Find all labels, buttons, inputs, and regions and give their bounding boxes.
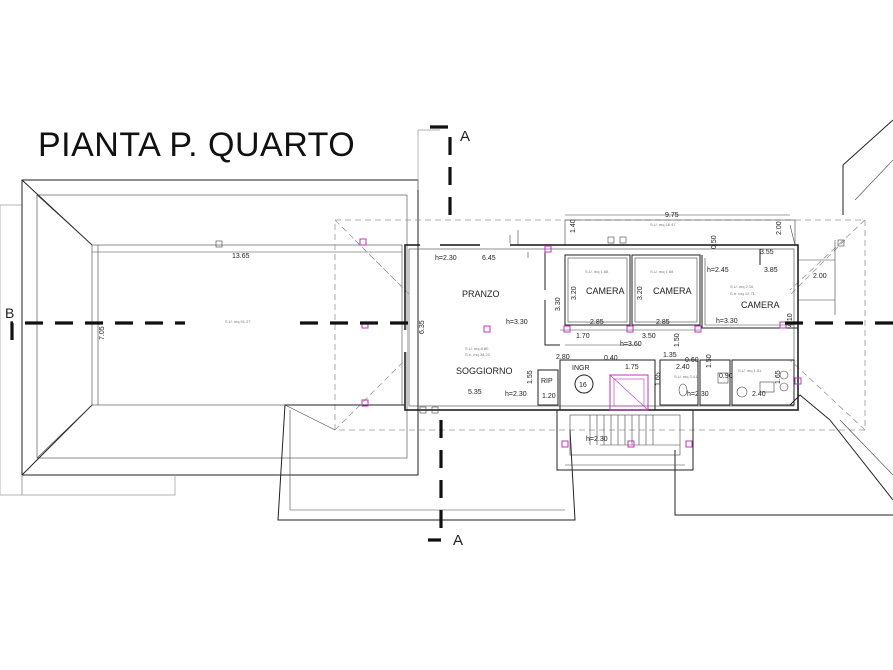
dim-camera2-depth: 3.20	[637, 286, 644, 300]
plan-title: PIANTA P. QUARTO	[38, 126, 356, 164]
dim-hall-width: 1.70	[576, 333, 590, 340]
svg-text:S.U. mq 2.16: S.U. mq 2.16	[730, 284, 754, 289]
svg-text:S.U. mq 3.41: S.U. mq 3.41	[674, 374, 698, 379]
stair-block	[556, 410, 694, 471]
dim-pranzo-height: 6.35	[419, 320, 426, 334]
dim-bath2-width: 2.40	[676, 364, 690, 371]
height-pranzo-center: h=3.30	[506, 319, 528, 326]
right-roof	[674, 119, 893, 516]
dim-stair-width: 1.75	[625, 364, 639, 371]
svg-text:S.U. mq 1.68: S.U. mq 1.68	[650, 269, 674, 274]
svg-text:S.U. mq 1.68: S.U. mq 1.68	[585, 269, 609, 274]
stair-number: 16	[579, 382, 587, 389]
dim-ingresso-width: 3.50	[642, 333, 656, 340]
partitions	[527, 249, 798, 411]
svg-text:S.U. mq 8.80: S.U. mq 8.80	[465, 346, 489, 351]
height-ingresso: h=3.60	[620, 341, 642, 348]
dim-hall-depth: 3.30	[555, 297, 562, 311]
height-soggiorno: h=2.30	[505, 391, 527, 398]
dim-cam3-bath-a: 0.90	[719, 373, 733, 380]
dim-camera2-width: 2.85	[656, 319, 670, 326]
dim-top-overall: 9.75	[665, 212, 679, 219]
dim-ingr-offset: 0.40	[604, 355, 618, 362]
dim-bath-width: 1.35	[663, 352, 677, 359]
dim-bath-depth: 1.65	[655, 372, 662, 386]
dim-camera1-depth: 3.20	[571, 286, 578, 300]
bottom-left-roof	[277, 404, 576, 521]
section-cut-a	[428, 125, 452, 542]
room-camera-1: CAMERA	[586, 286, 625, 296]
dim-rip-depth: 1.55	[527, 370, 534, 384]
dim-cam3-bath-c: 1.50	[706, 354, 713, 368]
svg-text:S.U. mq 1.51: S.U. mq 1.51	[738, 368, 762, 373]
height-pranzo-top: h=2.30	[435, 255, 457, 262]
height-camera-right-top: h=2.45	[707, 267, 729, 274]
dim-right-side-a: 2.00	[776, 221, 783, 235]
top-terrace	[509, 214, 796, 246]
svg-text:S.U. mq 91.27: S.U. mq 91.27	[225, 319, 251, 324]
dim-camera3-depth: 4.10	[787, 313, 794, 327]
section-label-a-bottom: A	[453, 532, 463, 549]
stair-number-circle	[574, 374, 594, 394]
dim-cam3-bath-b: 1.65	[775, 370, 782, 384]
section-label-a-top: A	[460, 128, 470, 145]
dim-cam-corridor: 1.50	[674, 333, 681, 347]
dim-soggiorno-width: 5.35	[468, 389, 482, 396]
height-camera-right-center: h=3.30	[716, 318, 738, 325]
dim-rip-width: 2.80	[556, 354, 570, 361]
room-pranzo: PRANZO	[462, 289, 500, 299]
dim-right-width-a: 3.55	[760, 249, 774, 256]
section-label-b: B	[5, 305, 14, 321]
height-stair: h=2.30	[586, 436, 608, 443]
dim-terrace-width: 7.05	[99, 326, 106, 340]
room-soggiorno: SOGGIORNO	[456, 366, 513, 376]
room-camera-2: CAMERA	[653, 286, 692, 296]
column-markers	[359, 238, 802, 448]
dim-bath3-width: 2.40	[752, 391, 766, 398]
left-terrace-roof	[0, 179, 419, 496]
section-cut-b	[10, 321, 893, 340]
svg-text:S.U. mq 16.47: S.U. mq 16.47	[650, 222, 676, 227]
dim-right-width-b: 3.85	[764, 267, 778, 274]
dim-right-top-offset: 0.50	[711, 235, 718, 249]
dim-rip-height: 1.20	[542, 393, 556, 400]
dim-terrace-length: 13.65	[232, 253, 250, 260]
dim-pranzo-width: 6.45	[482, 255, 496, 262]
dim-camera1-width: 2.85	[590, 319, 604, 326]
svg-text:S.n. mq 38.23: S.n. mq 38.23	[465, 352, 491, 357]
room-camera-3: CAMERA	[741, 300, 780, 310]
dim-right-side-b: 2.00	[813, 273, 827, 280]
dim-top-left-short: 1.40	[570, 219, 577, 233]
height-bath: h=2.30	[687, 391, 709, 398]
room-ripostiglio: RIP	[541, 378, 553, 385]
svg-text:S.n. mq 12.71: S.n. mq 12.71	[730, 291, 756, 296]
room-ingresso: INGR	[572, 365, 590, 372]
dim-bath-small: 0.60	[685, 357, 699, 364]
